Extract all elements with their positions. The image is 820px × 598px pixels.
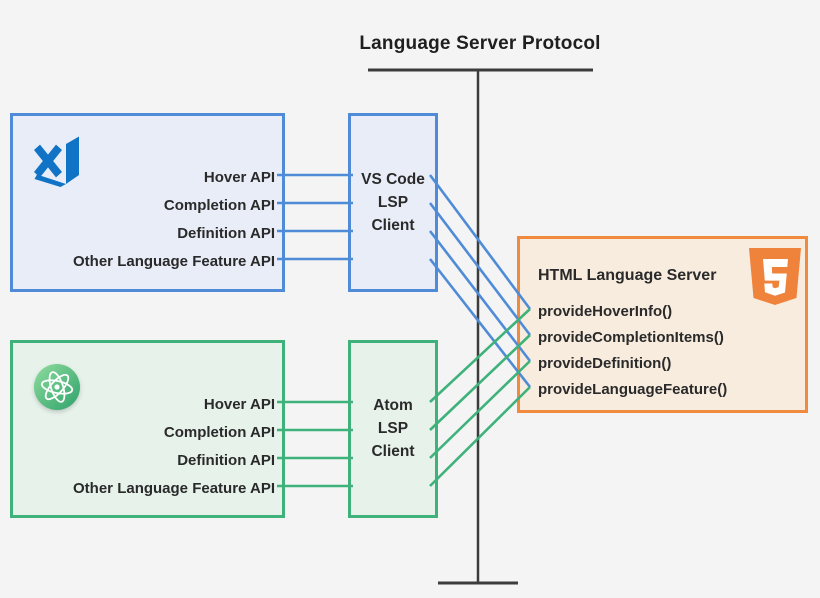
- vscode-server-diagonals: [428, 174, 532, 388]
- vscode-api-hover: Hover API: [203, 169, 275, 186]
- vscode-api-completion: Completion API: [163, 197, 275, 214]
- atom-client-line2: LSP: [377, 420, 409, 437]
- server-method-completion: provideCompletionItems(): [538, 329, 724, 346]
- atom-diagonal-completion: [429, 334, 531, 431]
- vscode-lsp-client-label: VS Code LSP Client: [351, 116, 435, 289]
- vscode-api-other: Other Language Feature API: [73, 253, 275, 270]
- server-method-definition: provideDefinition(): [538, 355, 672, 372]
- vscode-editor-panel: Hover API Completion API Definition API …: [10, 113, 285, 292]
- atom-api-definition: Definition API: [177, 452, 275, 469]
- vscode-client-line1: VS Code: [361, 170, 425, 188]
- server-method-feature: provideLanguageFeature(): [538, 381, 728, 398]
- server-title: HTML Language Server: [538, 267, 717, 284]
- atom-api-hover: Hover API: [203, 396, 275, 413]
- vscode-diagonal-hover: [428, 174, 532, 310]
- html-language-server-box: HTML Language Server provideHoverInfo() …: [517, 236, 808, 413]
- atom-lsp-client-box: Atom LSP Client: [348, 340, 438, 518]
- vscode-lsp-client-box: VS Code LSP Client: [348, 113, 438, 292]
- vscode-api-definition: Definition API: [177, 225, 275, 242]
- atom-diagonal-definition: [429, 360, 531, 459]
- atom-client-line1: Atom: [373, 397, 413, 414]
- server-method-hover: provideHoverInfo(): [538, 303, 673, 320]
- vscode-client-line2: LSP: [377, 193, 409, 211]
- atom-api-completion: Completion API: [163, 424, 275, 441]
- atom-client-line3: Client: [371, 443, 415, 460]
- vscode-diagonal-completion: [428, 202, 532, 336]
- vscode-diagonal-definition: [428, 230, 532, 362]
- atom-lsp-client-label: Atom LSP Client: [351, 343, 435, 515]
- atom-api-other: Other Language Feature API: [73, 480, 275, 497]
- vscode-icon: [34, 136, 79, 187]
- atom-icon: [34, 364, 80, 410]
- vscode-diagonal-other: [428, 258, 532, 388]
- diagram-title: Language Server Protocol: [359, 33, 601, 54]
- vscode-client-line3: Client: [371, 216, 415, 234]
- atom-api-connectors: [277, 400, 353, 488]
- vscode-api-connectors: [277, 173, 353, 261]
- atom-diagonal-hover: [429, 308, 531, 403]
- atom-server-diagonals: [429, 308, 531, 487]
- atom-diagonal-other: [429, 386, 531, 487]
- html5-icon: [749, 248, 801, 305]
- atom-editor-panel: Hover API Completion API Definition API …: [10, 340, 285, 518]
